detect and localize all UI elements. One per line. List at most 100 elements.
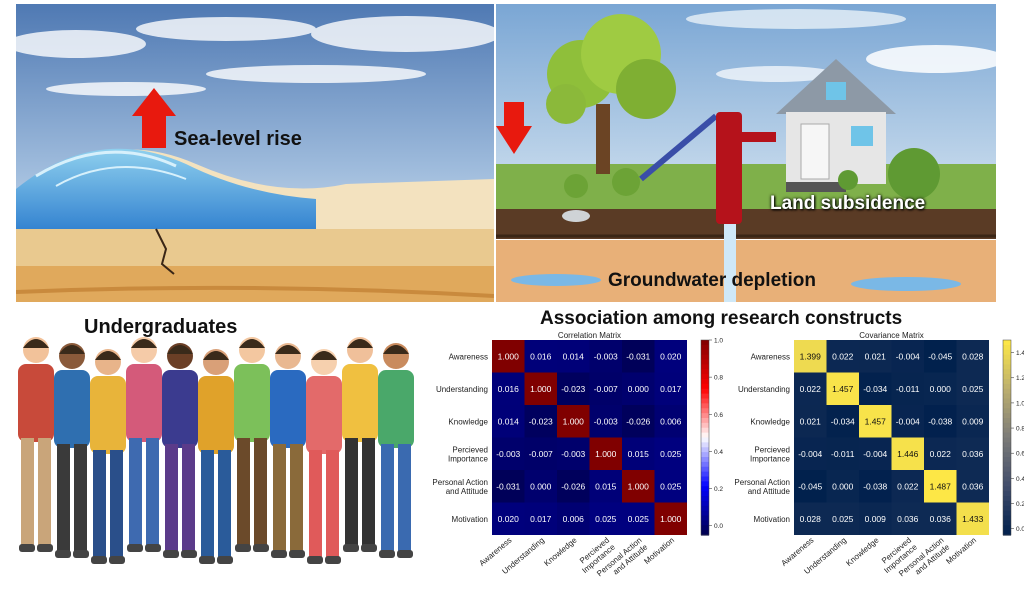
cell-value-label: 1.433 — [962, 514, 984, 524]
student-icon — [18, 337, 54, 552]
groundwater-caption: Groundwater depletion — [608, 270, 816, 291]
heatmap-cell — [524, 372, 557, 405]
land-subsidence-illustration — [496, 4, 996, 302]
cell-value-label: 0.025 — [595, 514, 617, 524]
cell-value-label: 0.025 — [660, 449, 682, 459]
cell-value-label: -0.023 — [529, 416, 553, 426]
colorbar-segment — [1003, 476, 1011, 482]
colorbar-segment — [701, 476, 709, 482]
cell-value-label: 0.015 — [628, 449, 650, 459]
students-illustration — [0, 310, 430, 592]
cell-value-label: 0.025 — [660, 481, 682, 491]
cell-value-label: 0.006 — [563, 514, 585, 524]
tree-icon — [546, 14, 676, 174]
cell-value-label: 0.036 — [930, 514, 952, 524]
colorbar-frame — [1002, 339, 1012, 536]
colorbar-segment — [701, 491, 709, 497]
heatmap-cell — [654, 340, 687, 373]
heatmap-cell — [794, 372, 827, 405]
colorbar-segment — [1003, 491, 1011, 497]
heatmap-cell — [956, 340, 989, 373]
colorbar-segment — [1003, 403, 1011, 409]
heatmap-cell — [492, 502, 525, 535]
heatmap-cell — [557, 470, 590, 503]
cell-value-label: 1.457 — [865, 416, 887, 426]
cell-value-label: 1.487 — [930, 481, 952, 491]
cell-value-label: -0.004 — [798, 449, 822, 459]
heatmap-cell — [891, 372, 924, 405]
heatmap-cell — [924, 405, 957, 438]
cell-value-label: -0.004 — [896, 351, 920, 361]
colorbar-segment — [1003, 408, 1011, 414]
cell-value-label: 1.446 — [897, 449, 919, 459]
cell-value-label: 0.000 — [628, 384, 650, 394]
colorbar-segment — [1003, 510, 1011, 517]
heatmap-cell — [826, 405, 859, 438]
cell-value-label: 1.000 — [530, 384, 552, 394]
cell-value-label: 1.457 — [832, 384, 854, 394]
heatmap-cell — [794, 470, 827, 503]
heatmap-cell — [794, 437, 827, 470]
cell-value-label: 0.000 — [930, 384, 952, 394]
cell-value-label: -0.007 — [529, 449, 553, 459]
heatmap-cell — [859, 502, 892, 535]
colorbar-segment — [1003, 525, 1011, 531]
colorbar-segment — [1003, 505, 1011, 512]
colorbar-segment — [1003, 530, 1011, 536]
colorbar-segment — [701, 442, 709, 448]
colorbar-segment — [701, 398, 709, 404]
colorbar-segment — [1003, 447, 1011, 453]
cell-value-label: 0.022 — [832, 351, 854, 361]
heatmap-cell — [622, 502, 655, 535]
y-tick-label: Understanding — [738, 385, 790, 394]
heatmap-cell — [859, 437, 892, 470]
colorbar-segment — [1003, 520, 1011, 526]
cell-value-label: 1.399 — [800, 351, 822, 361]
heatmap-title: Covariance Matrix — [859, 331, 923, 340]
cell-value-label: -0.007 — [594, 384, 618, 394]
cell-value-label: 0.009 — [865, 514, 887, 524]
cell-value-label: 0.009 — [962, 416, 984, 426]
colorbar-segment — [701, 500, 709, 507]
colorbar-segment — [701, 408, 709, 414]
cell-value-label: 0.000 — [832, 481, 854, 491]
heatmap-cell — [859, 372, 892, 405]
colorbar-segment — [1003, 486, 1011, 492]
colorbar-segment — [701, 354, 709, 361]
colorbar-segment — [1003, 452, 1011, 458]
heatmap-cell — [891, 340, 924, 373]
cell-value-label: 0.028 — [800, 514, 822, 524]
colorbar-segment — [701, 432, 709, 439]
cell-value-label: 0.025 — [628, 514, 650, 524]
colorbar-segment — [701, 359, 709, 365]
colorbar-segment — [701, 422, 709, 429]
heatmap-cell — [654, 437, 687, 470]
heatmap-cell — [492, 340, 525, 373]
student-icon — [198, 349, 234, 564]
association-title: Association among research constructs — [540, 308, 903, 329]
cell-value-label: -0.004 — [896, 416, 920, 426]
cell-value-label: -0.011 — [896, 384, 920, 394]
x-tick-label: Knowledge — [542, 535, 579, 568]
heatmap-cell — [826, 372, 859, 405]
cell-value-label: 0.021 — [800, 416, 822, 426]
cell-value-label: -0.026 — [561, 481, 585, 491]
cell-value-label: -0.031 — [626, 351, 650, 361]
student-icon — [342, 337, 378, 552]
heatmap-cell — [557, 405, 590, 438]
heatmap-cell — [589, 502, 622, 535]
cell-value-label: 0.014 — [498, 416, 520, 426]
colorbar-segment — [701, 496, 709, 502]
colorbar-segment — [701, 369, 709, 375]
student-icon — [378, 343, 414, 558]
heatmap-cell — [891, 470, 924, 503]
colorbar-segment — [701, 349, 709, 356]
y-tick-label: Motivation — [452, 515, 488, 524]
colorbar-segment — [1003, 354, 1011, 361]
heatmap-cell — [794, 405, 827, 438]
cell-value-label: 0.014 — [563, 351, 585, 361]
colorbar-segment — [701, 364, 709, 370]
colorbar-tick-label: 1.0 — [714, 338, 723, 345]
